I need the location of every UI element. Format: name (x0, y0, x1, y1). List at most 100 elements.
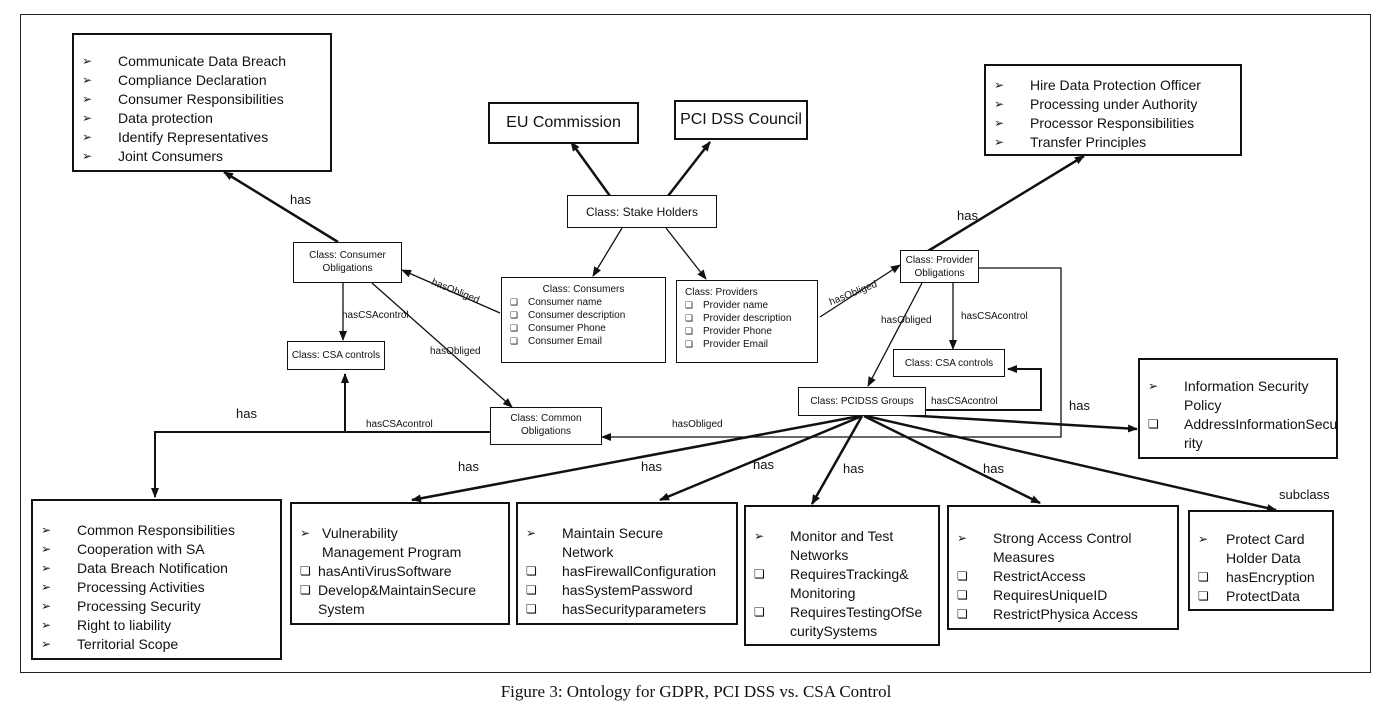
edge-label-has: has (1069, 398, 1090, 413)
vuln-sq-items: hasAntiVirusSoftware Develop&MaintainSec… (292, 562, 508, 619)
edge-label-hasobliged: hasObliged (672, 419, 723, 430)
network-sq-items: hasFirewallConfiguration hasSystemPasswo… (518, 562, 736, 619)
edge-pcidss-cardholder (865, 414, 1277, 512)
edge-pcidss-network (659, 414, 863, 502)
csa-controls-right-node: Class: CSA controls (893, 349, 1005, 377)
consumers-class-title: Class: Consumers (542, 284, 625, 295)
list-item: hasSecurityparameters (518, 600, 736, 619)
edge-label-has: has (957, 208, 978, 223)
list-item: Transfer Principles (986, 133, 1240, 152)
list-item: RestrictPhysica Access (949, 605, 1177, 624)
csa-controls-left-label: Class: CSA controls (291, 350, 381, 361)
common-obligations-label-2: Obligations (520, 426, 572, 437)
list-item: ProtectData (1190, 587, 1332, 606)
provider-obligations-label-1: Class: Provider (905, 255, 974, 266)
infosec-text-2: Policy (1184, 397, 1222, 413)
list-item: Consumer description (502, 309, 665, 322)
stake-holders-label: Class: Stake Holders (585, 204, 699, 219)
edge-label-has: has (236, 406, 257, 421)
list-item: Common Responsibilities (33, 521, 280, 540)
access-sq-items: RestrictAccess RequiresUniqueID Restrict… (949, 567, 1177, 624)
edge-stakeholders-pci (667, 141, 711, 197)
monitor-sq-2a: RequiresTestingOfSe (790, 604, 923, 620)
list-item: hasEncryption (1190, 568, 1332, 587)
monitor-text-2: Networks (790, 547, 849, 563)
cardholder-text-1: Protect Card (1226, 531, 1305, 547)
figure-caption: Figure 3: Ontology for GDPR, PCI DSS vs.… (500, 682, 892, 701)
list-item: Data protection (74, 109, 330, 128)
list-item: Consumer Phone (502, 322, 665, 335)
access-text-1: Strong Access Control (993, 530, 1132, 546)
vuln-sq-2a: Develop&MaintainSecure (318, 582, 476, 598)
infosec-text-1: Information Security (1184, 378, 1309, 394)
vuln-text-2: Management Program (322, 544, 462, 560)
list-item: Consumer name (502, 296, 665, 309)
edge-label-has: has (458, 459, 479, 474)
list-item: Provider name (677, 299, 817, 312)
edge-label-hascsacontrol: hasCSAcontrol (366, 419, 433, 430)
consumer-obligations-label-2: Obligations (322, 263, 373, 274)
common-obligations-label-1: Class: Common (510, 413, 582, 424)
edge-provider-obl-common (601, 267, 1062, 441)
monitor-sq-2b: curitySystems (790, 623, 878, 639)
common-obligations-items: Common Responsibilities Cooperation with… (33, 521, 280, 654)
list-item: RequiresTestingOfSe curitySystems (746, 603, 938, 641)
vuln-sq-2b: System (318, 601, 365, 617)
common-obligations-node: Class: Common Obligations (490, 407, 602, 445)
figure-frame (20, 14, 1371, 673)
edge-label-hasobliged: hasObliged (430, 346, 481, 357)
edge-label-subclass: subclass (1279, 487, 1330, 502)
consumer-obligations-label-1: Class: Consumer (309, 250, 386, 261)
list-item: Territorial Scope (33, 635, 280, 654)
csa-controls-right-label: Class: CSA controls (904, 357, 994, 369)
consumers-class-node: Class: Consumers Consumer name Consumer … (501, 277, 666, 363)
consumer-obligations-node: Class: Consumer Obligations (293, 242, 402, 283)
monitor-text-1: Monitor and Test (790, 528, 894, 544)
list-item: hasAntiVirusSoftware (292, 562, 508, 581)
edge-pcidss-access (863, 414, 1041, 505)
edge-provider-obl-pcidss (867, 282, 923, 387)
edge-provider-obl-list (927, 154, 1085, 253)
edge-label-has: has (983, 461, 1004, 476)
cardholder-sq-items: hasEncryption ProtectData (1190, 568, 1332, 606)
edge-common-commonlist (151, 431, 345, 498)
monitor-sq-1b: Monitoring (790, 585, 856, 601)
edge-pcidss-monitor (810, 415, 864, 505)
provider-obligations-items: Hire Data Protection Officer Processing … (986, 76, 1240, 152)
provider-obligations-label-2: Obligations (914, 268, 965, 279)
list-item: Processing under Authority (986, 95, 1240, 114)
provider-obligations-node: Class: Provider Obligations (900, 250, 979, 283)
csa-controls-left-node: Class: CSA controls (287, 341, 385, 370)
monitor-sq-1a: RequiresTracking& (790, 566, 909, 582)
providers-class-node: Class: Providers Provider name Provider … (676, 280, 818, 363)
edge-label-has: has (753, 457, 774, 472)
list-item: Hire Data Protection Officer (986, 76, 1240, 95)
list-item: Joint Consumers (74, 147, 330, 166)
list-item: Consumer Email (502, 335, 665, 348)
list-item: RequiresTracking&Monitoring (746, 565, 938, 603)
provider-obligations-list: Hire Data Protection Officer Processing … (984, 64, 1242, 156)
network-text-2: Network (562, 544, 614, 560)
list-item: Data Breach Notification (33, 559, 280, 578)
consumer-obligations-list: Communicate Data Breach Compliance Decla… (72, 33, 332, 172)
edge-pcidss-vuln (411, 414, 861, 503)
network-text-1: Maintain Secure (562, 525, 664, 541)
edge-label-has: has (641, 459, 662, 474)
edge-providers-provider-obl (819, 264, 901, 318)
providers-attrs: Provider name Provider description Provi… (677, 299, 817, 351)
